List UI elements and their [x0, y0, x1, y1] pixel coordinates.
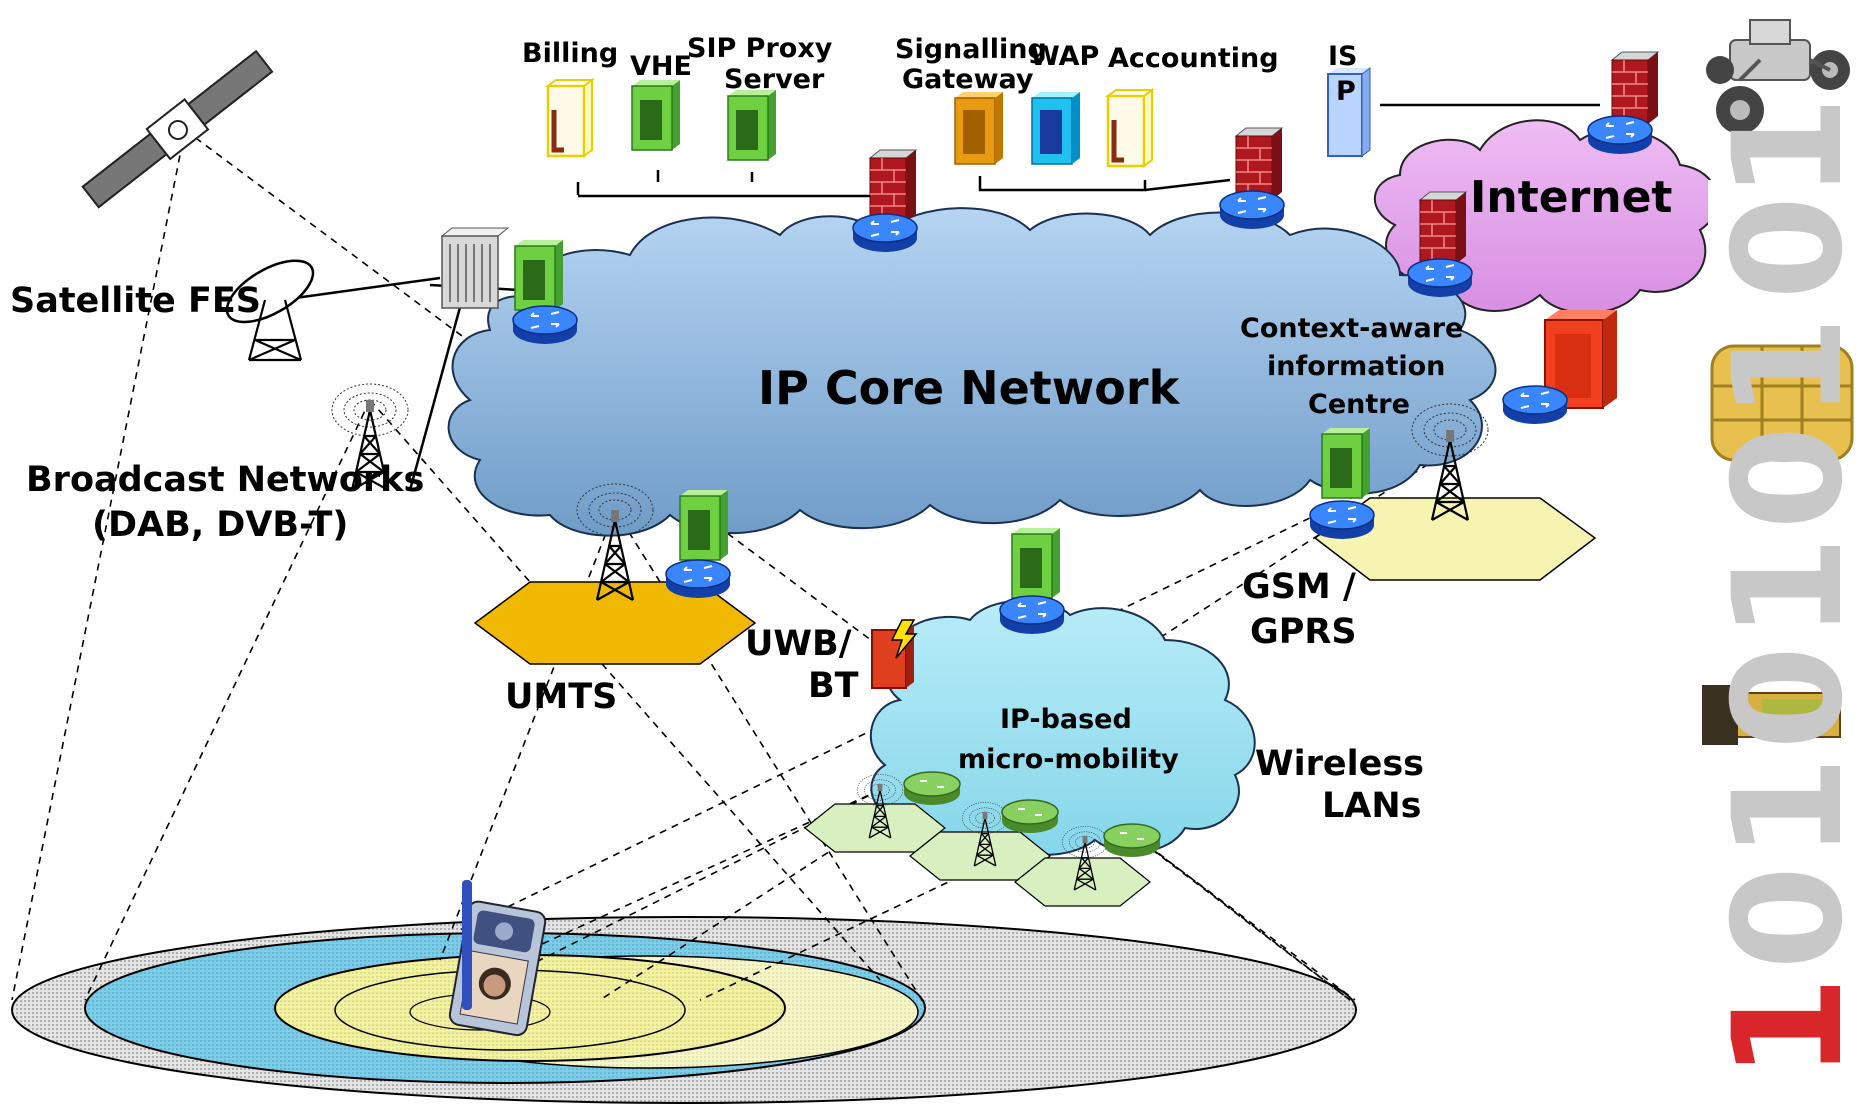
umts-label: UMTS: [505, 677, 617, 717]
micro-label-1: IP-based: [1000, 704, 1132, 735]
gsm-label-2: GPRS: [1250, 612, 1357, 652]
binary-digits: 101010101: [1702, 96, 1858, 1080]
wlan-label-2: LANs: [1322, 786, 1422, 826]
signalling-gateway-icon: [954, 92, 1003, 165]
context-label-3: Centre: [1308, 389, 1410, 420]
signalling-label-1: Signalling: [895, 34, 1047, 65]
broadcast-label-1: Broadcast Networks: [26, 460, 424, 500]
ip-core-cloud: IP Core Network: [447, 207, 1497, 537]
context-label-1: Context-aware: [1240, 313, 1463, 344]
micro-label-2: micro-mobility: [958, 744, 1179, 775]
firewall-icon: [1611, 51, 1659, 125]
smart-card-chip-icon: [1710, 344, 1854, 462]
context-label-2: information: [1267, 351, 1445, 382]
mobile-terminal-icon: [448, 880, 547, 1037]
rover-icon: [1706, 19, 1850, 134]
signalling-label-2: Gateway: [902, 64, 1034, 95]
satellite-dish-icon: [225, 259, 315, 362]
binary-digit: 1: [1702, 316, 1858, 420]
gsm-gateway-server-icon: [1321, 427, 1371, 499]
labels: Billing VHE SIP Proxy Server Signalling …: [10, 33, 1463, 826]
firewall-icon: [1235, 127, 1283, 201]
sip-proxy-label-1: SIP Proxy: [687, 33, 833, 64]
binary-digit: 1: [1702, 756, 1858, 860]
isp-label-2: P: [1336, 76, 1356, 107]
accounting-label: Accounting: [1108, 43, 1279, 74]
umts-cell: [473, 581, 757, 665]
satellite-icon: [81, 49, 274, 209]
sip-proxy-server-icon: [727, 89, 777, 161]
memory-card-icon: [1702, 685, 1841, 745]
binary-digit: 0: [1702, 646, 1858, 750]
uwb-label-1: UWB/: [745, 624, 852, 664]
billing-label: Billing: [522, 38, 618, 69]
wap-server-icon: [1031, 92, 1080, 165]
firewall-icon: [869, 149, 917, 223]
binary-digit: 1: [1702, 536, 1858, 640]
isp-label-1: IS: [1328, 41, 1358, 72]
ip-core-label: IP Core Network: [758, 361, 1181, 415]
binary-digit: 1: [1702, 976, 1858, 1080]
wires: [294, 103, 1600, 491]
wlan-label-1: Wireless: [1255, 744, 1424, 784]
billing-server-icon: [545, 78, 595, 158]
gsm-label-1: GSM /: [1242, 567, 1356, 607]
micro-mobility-cloud: IP-based micro-mobility: [869, 599, 1256, 856]
binary-digit: 0: [1702, 426, 1858, 530]
rack-server-icon: [440, 227, 510, 309]
wlan-cells: [804, 803, 1151, 907]
firewall-icon: [1419, 191, 1467, 265]
sip-proxy-label-2: Server: [724, 64, 825, 95]
isp-server-icon: [1327, 67, 1371, 157]
context-server-icon: [1544, 310, 1617, 409]
vhe-label: VHE: [630, 51, 692, 82]
binary-digit: 0: [1702, 866, 1858, 970]
binary-digit: 0: [1702, 196, 1858, 300]
wap-label: WAP: [1030, 41, 1099, 72]
internet-label: Internet: [1470, 172, 1672, 223]
uwb-label-2: BT: [808, 666, 859, 706]
satellite-label: Satellite FES: [10, 281, 261, 321]
broadcast-label-2: (DAB, DVB-T): [92, 505, 348, 545]
uwb-bt-device-icon: [871, 619, 918, 689]
side-strip: [1708, 180, 1858, 1114]
edge-server-icon: [514, 239, 564, 311]
umts-gateway-server-icon: [679, 489, 729, 561]
vhe-server-icon: [631, 79, 681, 151]
binary-digit: 1: [1702, 96, 1858, 200]
gsm-cell: [1313, 497, 1597, 581]
micro-gateway-server-icon: [1011, 527, 1061, 599]
accounting-server-icon: [1105, 88, 1155, 168]
